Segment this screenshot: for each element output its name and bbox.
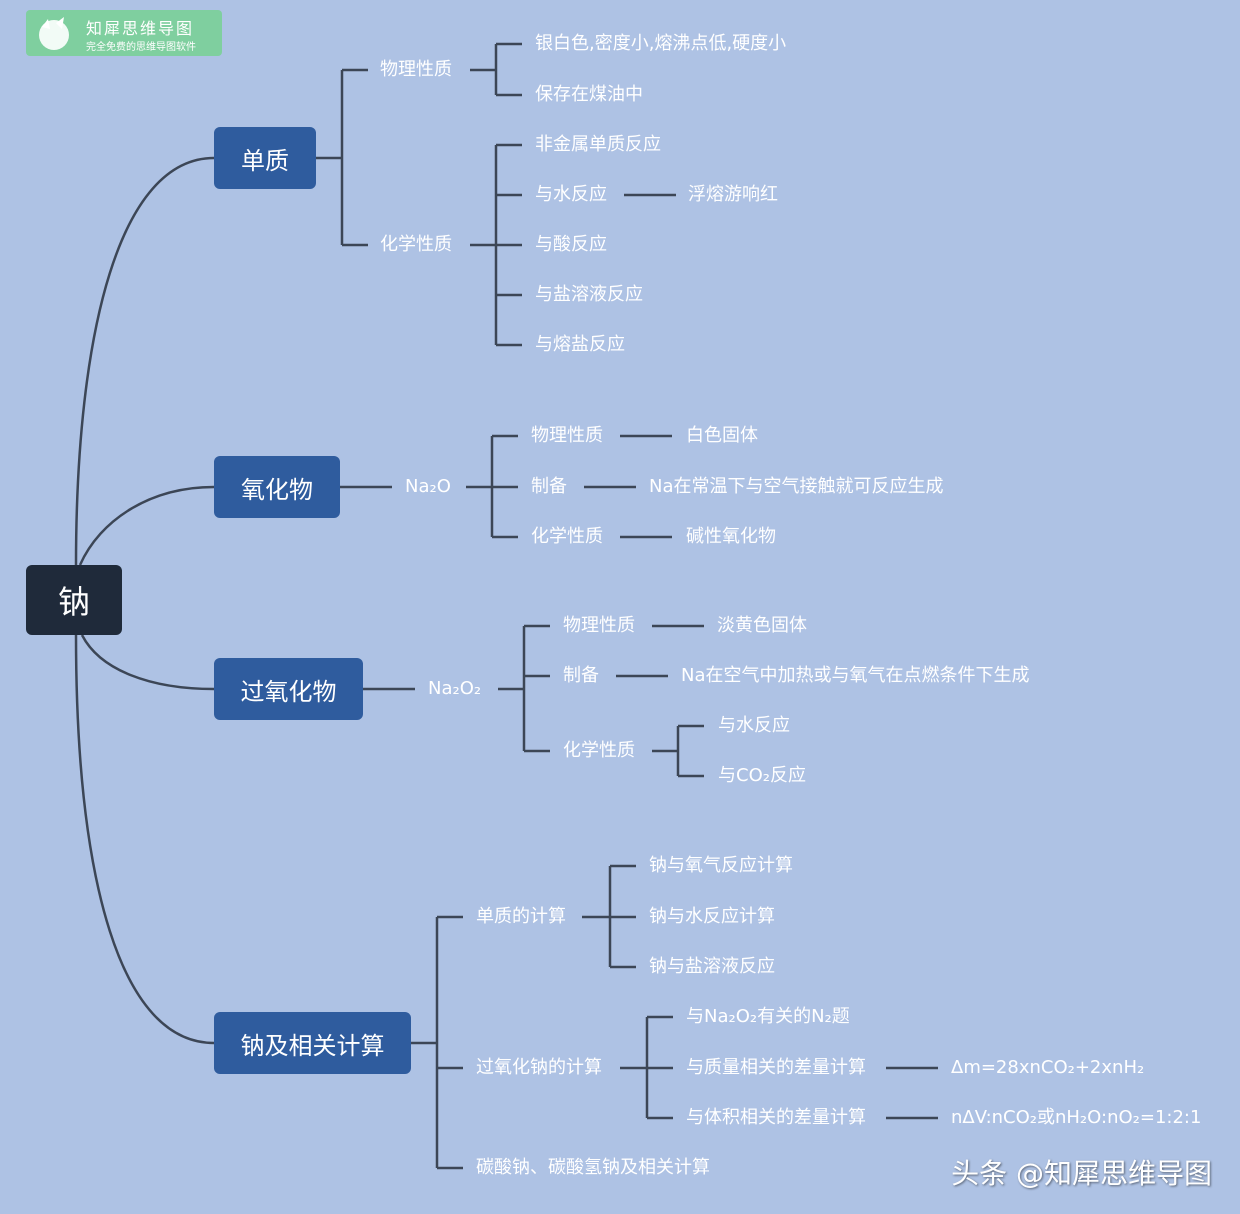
b2-row-value[interactable]: 白色固体 — [686, 425, 758, 446]
b4-peroxide-calc-item[interactable]: 与质量相关的差量计算 — [686, 1057, 866, 1078]
node-peroxide[interactable]: 过氧化物 — [214, 658, 363, 720]
b2-row-label[interactable]: 物理性质 — [531, 425, 603, 446]
node-element[interactable]: 单质 — [214, 127, 316, 189]
b1-chemical-item[interactable]: 与水反应 — [535, 184, 607, 205]
b3-prep-label[interactable]: 制备 — [563, 665, 599, 686]
b1-physical-item[interactable]: 银白色,密度小,熔沸点低,硬度小 — [535, 33, 787, 54]
b4-element-calc-item[interactable]: 钠与水反应计算 — [649, 906, 775, 927]
node-oxide[interactable]: 氧化物 — [214, 456, 340, 518]
connector-root-branch3 — [80, 634, 215, 691]
b3-prep-value[interactable]: Na在空气中加热或与氧气在点燃条件下生成 — [681, 665, 1030, 686]
b1-chemical-item[interactable]: 与盐溶液反应 — [535, 284, 643, 305]
b4-element-calc-item[interactable]: 钠与氧气反应计算 — [649, 855, 793, 876]
b3-physical-value[interactable]: 淡黄色固体 — [717, 615, 807, 636]
b1-chemical-label[interactable]: 化学性质 — [380, 234, 452, 255]
b1-physical-label[interactable]: 物理性质 — [380, 59, 452, 80]
b4-volume-formula[interactable]: nΔV:nCO₂或nH₂O:nO₂=1:2:1 — [951, 1107, 1202, 1128]
b2-formula[interactable]: Na₂O — [405, 476, 451, 497]
b4-peroxide-calc-item[interactable]: 与Na₂O₂有关的N₂题 — [686, 1006, 850, 1027]
b1-chemical-item[interactable]: 非金属单质反应 — [535, 134, 661, 155]
b3-physical-label[interactable]: 物理性质 — [563, 615, 635, 636]
b3-chemical-item[interactable]: 与CO₂反应 — [718, 765, 806, 786]
connector-root-branch1 — [74, 156, 215, 566]
b2-row-value[interactable]: Na在常温下与空气接触就可反应生成 — [649, 476, 944, 497]
b4-peroxide-calc-label[interactable]: 过氧化钠的计算 — [476, 1057, 602, 1078]
b1-chemical-item[interactable]: 与酸反应 — [535, 234, 607, 255]
b4-element-calc-label[interactable]: 单质的计算 — [476, 906, 566, 927]
b4-element-calc-item[interactable]: 钠与盐溶液反应 — [649, 956, 775, 977]
app-logo: 知犀思维导图 完全免费的思维导图软件 — [26, 10, 222, 56]
rhino-logo-icon — [39, 17, 69, 50]
b3-chemical-label[interactable]: 化学性质 — [563, 740, 635, 761]
b4-mass-formula[interactable]: Δm=28xnCO₂+2xnH₂ — [951, 1057, 1145, 1078]
connector-root-branch2 — [78, 485, 215, 566]
watermark: 头条 @知犀思维导图 — [951, 1157, 1212, 1190]
root-node[interactable]: 钠 — [26, 565, 122, 635]
b3-chemical-item[interactable]: 与水反应 — [718, 715, 790, 736]
b4-peroxide-calc-item[interactable]: 与体积相关的差量计算 — [686, 1107, 866, 1128]
b2-row-value[interactable]: 碱性氧化物 — [686, 526, 776, 547]
b2-row-label[interactable]: 化学性质 — [531, 526, 603, 547]
node-calculations[interactable]: 钠及相关计算 — [214, 1012, 411, 1074]
b3-formula[interactable]: Na₂O₂ — [428, 678, 482, 699]
logo-subtitle: 完全免费的思维导图软件 — [86, 42, 196, 53]
b1-physical-item[interactable]: 保存在煤油中 — [535, 84, 643, 105]
b1-chemical-item[interactable]: 与熔盐反应 — [535, 334, 625, 355]
b1-water-detail[interactable]: 浮熔游响红 — [688, 184, 778, 205]
connector-root-branch4 — [74, 634, 215, 1045]
logo-name: 知犀思维导图 — [86, 19, 195, 38]
b2-row-label[interactable]: 制备 — [531, 476, 567, 497]
b4-carbonate-calc-label[interactable]: 碳酸钠、碳酸氢钠及相关计算 — [476, 1157, 710, 1178]
